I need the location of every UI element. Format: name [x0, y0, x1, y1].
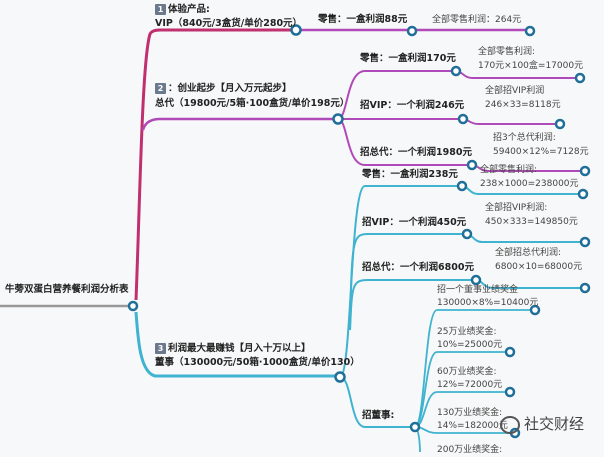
branch1-title-text: 体验产品: [168, 4, 210, 15]
branch2-child-label: 招总代：一个利润1980元 [360, 147, 472, 158]
bonus-line: 60万业绩奖金: [437, 367, 497, 377]
bonus-line: 25万业绩奖金: [437, 327, 497, 337]
bonus-line: 200万业绩奖金: [437, 445, 503, 455]
branch3-result: 全部招VIP利润: [485, 203, 548, 213]
node-b3-r1[interactable] [577, 188, 589, 200]
branch2-result: 246×33=8118元 [485, 100, 561, 110]
node-bonus-1[interactable] [529, 304, 541, 316]
node-b3-c2[interactable] [461, 228, 473, 240]
branch3-result: 238×1000=238000元 [480, 179, 579, 189]
node-b2-r1[interactable] [574, 72, 586, 84]
node-b1-result[interactable] [524, 25, 536, 37]
bonus-line: 130000×8%=10400元 [437, 298, 539, 308]
branch2-result: 170元×100盒=17000元 [478, 61, 584, 71]
node-b2-c2[interactable] [457, 113, 469, 125]
director-label: 招董事: [362, 410, 395, 421]
branch3-result: 全部招总代利润: [495, 248, 562, 258]
branch3-subtitle: 董事（130000元/50箱·1000盒货/单价130） [155, 357, 360, 368]
number-badge: 2 [155, 83, 166, 94]
node-b3-r3[interactable] [579, 282, 591, 294]
bonus-line: 14%=182000元 [437, 421, 508, 431]
branch2-result: 59400×12%=7128元 [493, 147, 589, 157]
branch3-result: 全部零售利润: [480, 165, 538, 175]
node-bonus-2[interactable] [504, 346, 516, 358]
root-label: 牛蒡双蛋白营养餐利润分析表 [5, 284, 129, 295]
branch2-result: 全部零售利润: [478, 47, 536, 57]
branch2-child-label: 招VIP：一个利润246元 [360, 100, 465, 111]
node-b2-c3[interactable] [466, 159, 478, 171]
branch3-child-label: 零售：一盒利润238元 [362, 169, 458, 180]
branch3-result: 450×333=149850元 [485, 217, 578, 227]
number-badge: 3 [155, 343, 166, 354]
node-b2-r2[interactable] [554, 118, 566, 130]
node-b3-r2[interactable] [579, 236, 591, 248]
bonus-line: 10%=25000元 [437, 340, 503, 350]
number-badge: 1 [155, 4, 166, 15]
bonus-line: 12%=72000元 [437, 380, 503, 390]
branch2-child-label: 零售：一盒利润170元 [360, 53, 456, 64]
branch2-title-text: ：创业起步【月入万元起步】 [168, 83, 292, 94]
branch2-title: 2：创业起步【月入万元起步】 [155, 82, 292, 96]
bonus-line: 130万业绩奖金: [437, 408, 503, 418]
branch1-result: 全部零售利润：264元 [432, 15, 522, 25]
branch1-subtitle: VIP（840元/3盒货/单价280元） [155, 18, 303, 29]
branch3-title-text: 利润最大最赚钱【月入十万以上】 [168, 343, 311, 354]
bonus-line: 招一个董事业绩奖金 [437, 285, 519, 295]
node-b1[interactable] [290, 24, 302, 36]
branch3-child-label: 招VIP：一个利润450元 [362, 217, 467, 228]
node-director[interactable] [409, 421, 421, 433]
branch1-child-label: 零售：一盒利润88元 [318, 14, 408, 25]
node-root[interactable] [127, 300, 139, 312]
branch2-subtitle: 总代（19800元/5箱·100盒货/单价198元） [155, 98, 350, 109]
node-b3-c3[interactable] [470, 274, 482, 286]
node-bonus-3[interactable] [504, 386, 516, 398]
node-b2[interactable] [332, 113, 344, 125]
node-b3[interactable] [334, 371, 346, 383]
wechat-icon [500, 415, 520, 434]
node-b3-c1[interactable] [456, 180, 468, 192]
watermark-label: 社交财经 [524, 415, 585, 433]
node-b1-child[interactable] [406, 25, 418, 37]
node-b2-c1[interactable] [450, 65, 462, 77]
watermark: 社交财经 [500, 413, 584, 434]
node-b2-r3[interactable] [579, 165, 591, 177]
branch2-result: 招3个总代利润: [493, 133, 556, 143]
branch3-child-label: 招总代：一个利润6800元 [362, 262, 474, 273]
branch3-result: 6800×10=68000元 [495, 262, 583, 272]
branch2-result: 全部招VIP利润 [485, 86, 545, 96]
